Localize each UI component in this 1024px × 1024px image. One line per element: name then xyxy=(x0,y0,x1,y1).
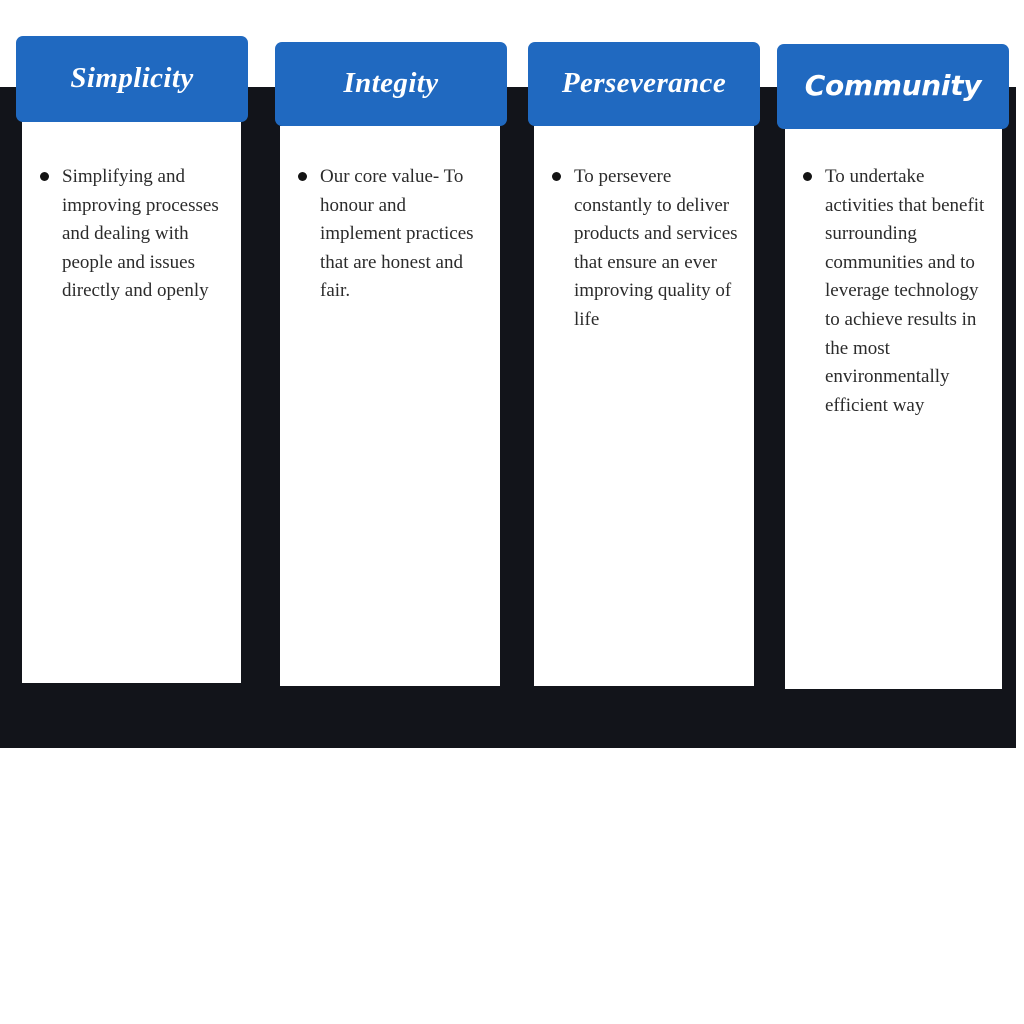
value-card-header-perseverance[interactable]: Perseverance xyxy=(528,42,760,126)
bullet-dot-icon xyxy=(552,172,561,181)
value-card-title: Community xyxy=(804,69,982,103)
value-card-body-perseverance: To persevere constantly to deliver produ… xyxy=(534,126,754,686)
bullet-list: Simplifying and improving processes and … xyxy=(40,163,227,306)
value-card-header-integity[interactable]: Integity xyxy=(275,42,507,126)
list-item: Simplifying and improving processes and … xyxy=(40,163,227,306)
value-card-body-community: To undertake activities that benefit sur… xyxy=(785,129,1002,689)
list-item-text: Our core value- To honour and implement … xyxy=(320,166,474,302)
bullet-list: To persevere constantly to deliver produ… xyxy=(552,163,742,335)
bullet-dot-icon xyxy=(298,172,307,181)
value-card-body-simplicity: Simplifying and improving processes and … xyxy=(22,122,241,683)
value-card-body-integity: Our core value- To honour and implement … xyxy=(280,126,500,686)
list-item-text: To persevere constantly to deliver produ… xyxy=(574,166,738,330)
bullet-list: To undertake activities that benefit sur… xyxy=(803,163,994,420)
list-item-text: Simplifying and improving processes and … xyxy=(62,166,219,302)
list-item: To persevere constantly to deliver produ… xyxy=(552,163,742,335)
value-card-title: Integity xyxy=(343,67,439,100)
bullet-list: Our core value- To honour and implement … xyxy=(298,163,490,306)
value-card-header-simplicity[interactable]: Simplicity xyxy=(16,36,248,122)
value-card-title: Perseverance xyxy=(561,67,727,100)
value-card-title: Simplicity xyxy=(70,62,194,95)
value-card-header-community[interactable]: Community xyxy=(777,44,1009,129)
list-item: To undertake activities that benefit sur… xyxy=(803,163,994,420)
list-item: Our core value- To honour and implement … xyxy=(298,163,490,306)
list-item-text: To undertake activities that benefit sur… xyxy=(825,166,985,416)
bullet-dot-icon xyxy=(40,172,49,181)
bullet-dot-icon xyxy=(803,172,812,181)
